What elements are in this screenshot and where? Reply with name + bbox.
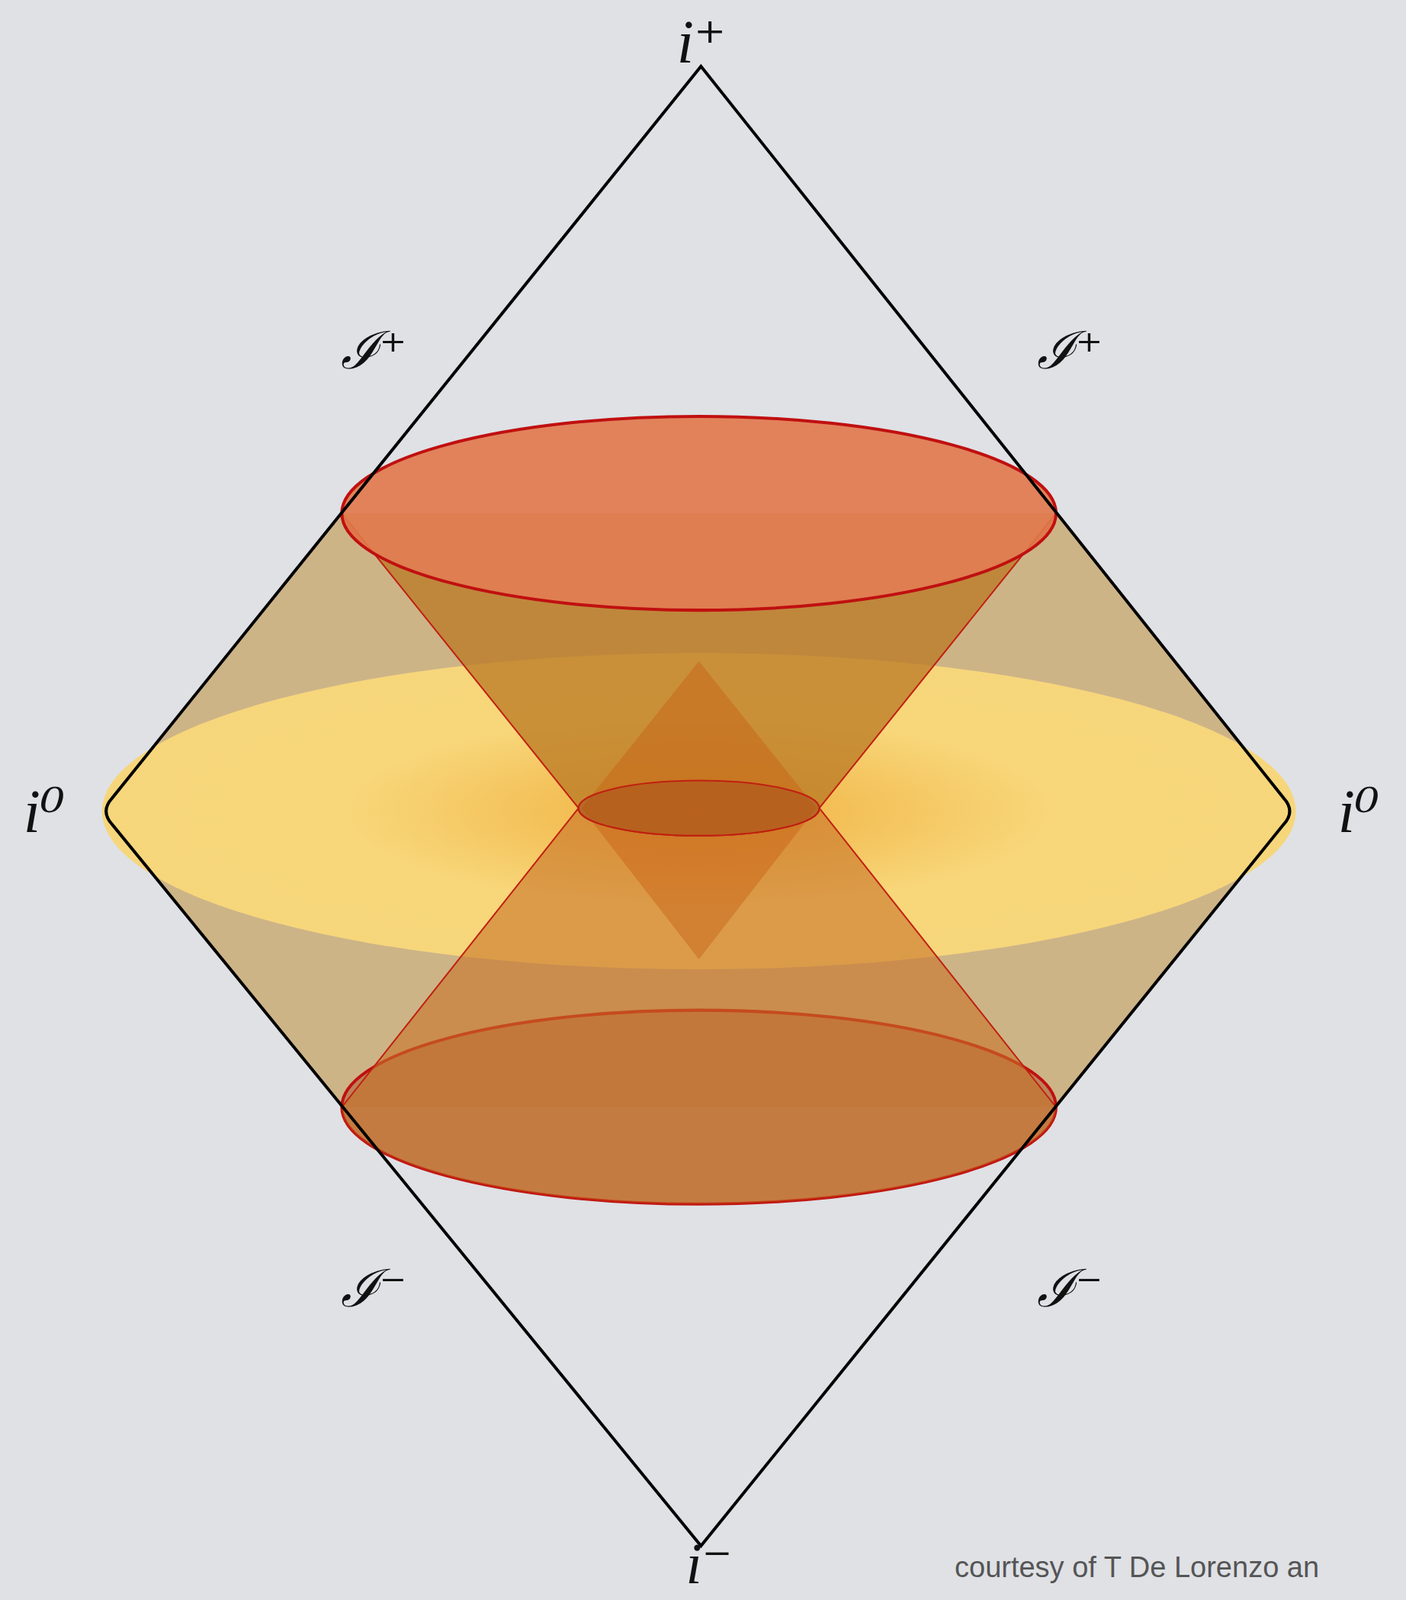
point-label: i⁺ — [677, 11, 726, 73]
scri-label: ℐ⁻ — [1036, 1262, 1104, 1315]
point-label: i⁰ — [23, 780, 65, 842]
scri-label: ℐ⁺ — [340, 324, 408, 377]
watermark: courtesy of T De Lorenzo an — [954, 1552, 1320, 1582]
scri-label: ℐ⁻ — [340, 1262, 408, 1315]
point-label: i⁻ — [685, 1534, 732, 1593]
scri-label: ℐ⁺ — [1036, 324, 1104, 377]
point-label: i⁰ — [1338, 780, 1380, 842]
